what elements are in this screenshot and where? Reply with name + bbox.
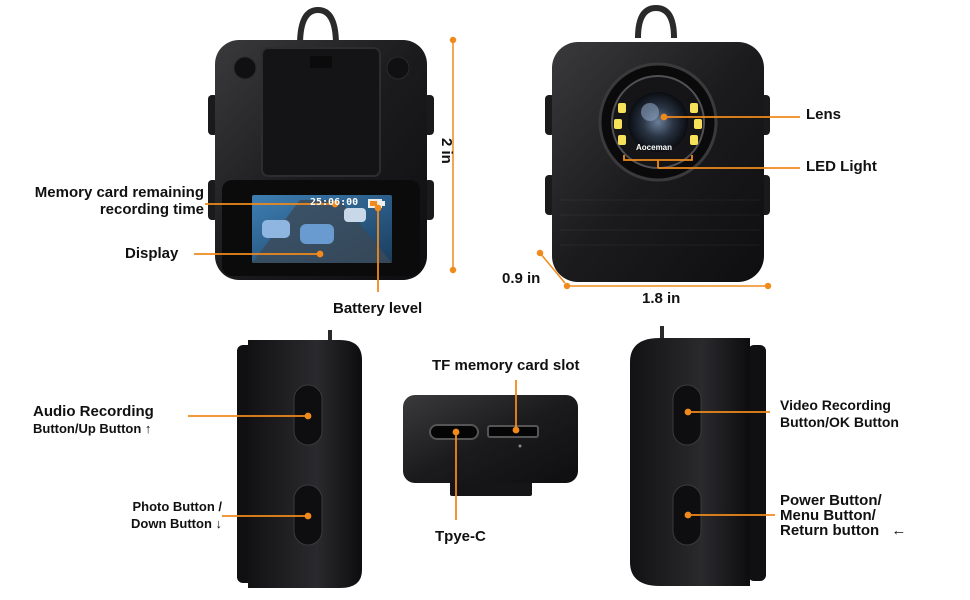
label-photo-button: Photo Button / Down Button ↓: [80, 498, 222, 532]
label-width: 1.8 in: [642, 290, 681, 307]
right-side-view: [630, 326, 766, 586]
bottom-view: [403, 395, 578, 496]
label-video-line1: Video Recording: [780, 397, 891, 413]
label-memory-card-line1: Memory card remaining: [34, 184, 204, 201]
label-video-button: Video Recording Button/OK Button: [780, 397, 899, 431]
label-led: LED Light: [806, 158, 877, 175]
label-photo-line1: Photo Button /: [132, 499, 222, 514]
screen-time: 25:06:00: [310, 197, 359, 208]
brand-text: Aoceman: [636, 143, 673, 152]
label-audio-line2: Button/Up Button ↑: [33, 421, 152, 436]
label-height: 2 in: [438, 138, 455, 164]
left-side-view: [237, 330, 362, 588]
label-depth: 0.9 in: [502, 270, 541, 287]
label-type-c: Tpye-C: [435, 528, 486, 545]
dimension-lines: [449, 36, 772, 290]
label-power-line3-row: Return button ←: [780, 523, 906, 538]
label-audio-line1: Audio Recording: [33, 403, 154, 420]
label-video-line2: Button/OK Button: [780, 414, 899, 430]
label-power-line3: Return button: [780, 522, 880, 539]
left-arrow-icon: ←: [891, 522, 907, 539]
label-battery: Battery level: [333, 300, 423, 317]
callout-lines: [188, 113, 800, 520]
label-power-line1: Power Button/: [780, 492, 882, 509]
label-memory-card-line2: recording time: [99, 201, 204, 218]
label-lens: Lens: [806, 106, 842, 123]
label-memory-card: Memory card remaining recording time: [2, 184, 204, 218]
back-view: [208, 6, 434, 280]
label-display: Display: [125, 245, 179, 262]
label-photo-line2: Down Button ↓: [131, 516, 222, 531]
label-power-line2: Menu Button/: [780, 507, 876, 524]
label-audio-button: Audio Recording Button/Up Button ↑: [33, 403, 154, 437]
label-tf-slot: TF memory card slot: [432, 357, 580, 374]
label-power-button: Power Button/ Menu Button/ Return button…: [780, 493, 906, 538]
